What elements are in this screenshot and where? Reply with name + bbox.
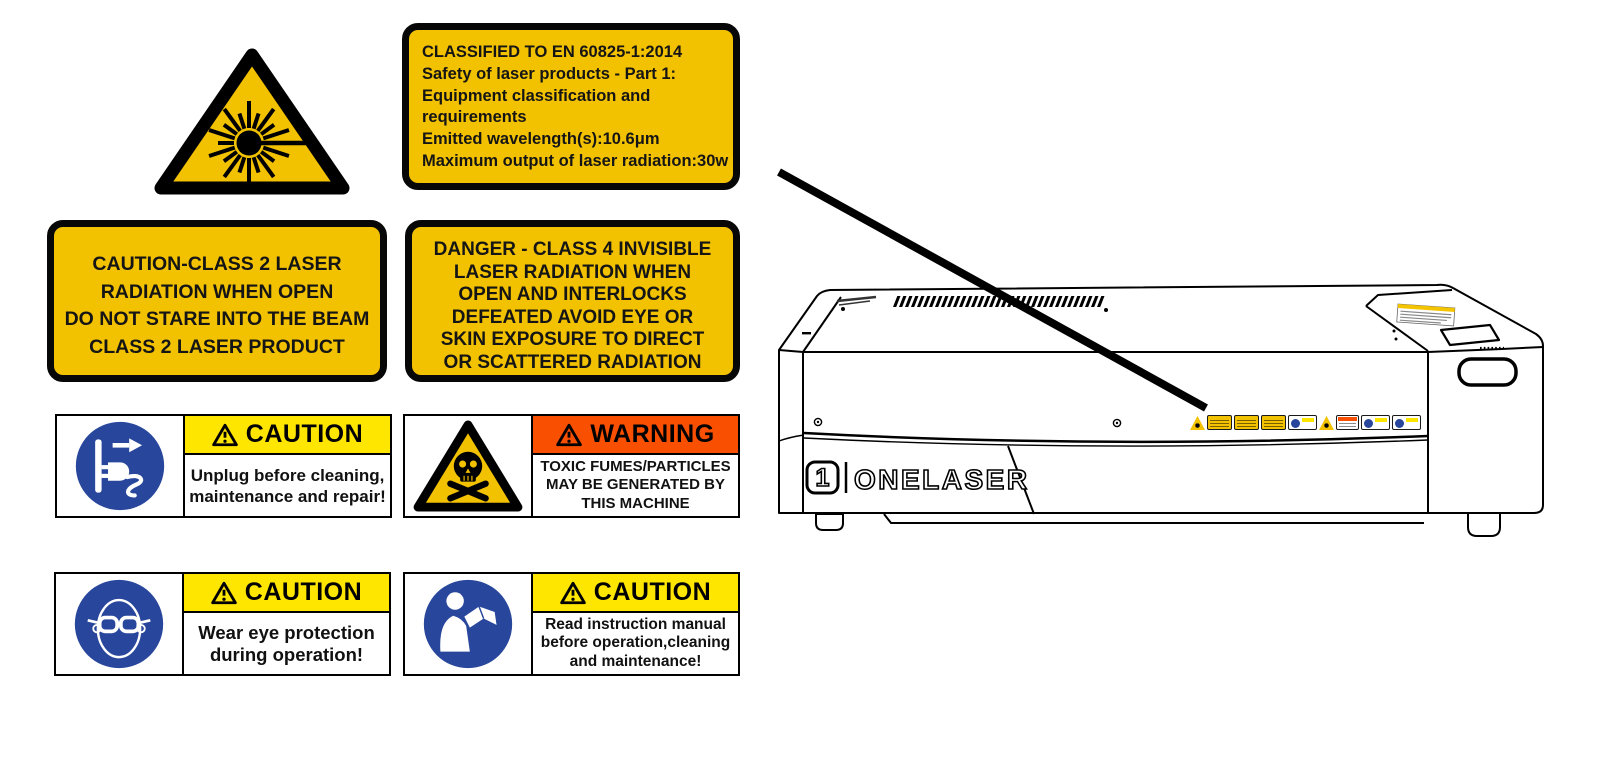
machine-top-marking (836, 295, 877, 306)
classified-line: CLASSIFIED TO EN 60825-1:2014 (422, 43, 683, 61)
read-manual-icon (423, 579, 513, 669)
classified-line: Equipment classification and (422, 86, 651, 105)
class4-line: SKIN EXPOSURE TO DIRECT (440, 329, 705, 351)
manual-icon-cell (405, 574, 533, 674)
mini-laser-triangle (1190, 416, 1205, 430)
toxic-text-line: TOXIC FUMES/PARTICLES (540, 457, 731, 475)
eye-protection-caution-sign: CAUTION Wear eye protection during opera… (54, 572, 391, 676)
mini-class2-label (1234, 415, 1259, 430)
manual-text-line: before operation,cleaning (540, 634, 731, 652)
eye-icon-cell (56, 574, 184, 674)
eye-text-line: during operation! (209, 643, 364, 665)
eye-protection-icon (74, 579, 164, 669)
toxic-text-line: THIS MACHINE (581, 494, 690, 512)
unplug-caution-sign: CAUTION Unplug before cleaning, maintena… (55, 414, 392, 518)
machine-display-panel (1439, 323, 1501, 347)
mini-class4-label (1261, 415, 1286, 430)
class2-caution-label: CAUTION-CLASS 2 LASER RADIATION WHEN OPE… (47, 220, 387, 382)
machine-foot (815, 513, 844, 531)
class2-line: CAUTION-CLASS 2 LASER (92, 253, 342, 275)
mini-classified-label (1207, 415, 1232, 430)
machine-spec-label (1396, 303, 1456, 327)
manual-text-line: Read instruction manual (545, 615, 726, 633)
manual-text-line: and maintenance! (569, 652, 702, 670)
class4-line: LASER RADIATION WHEN (453, 261, 692, 283)
pointer-line (777, 168, 1208, 412)
machine-brand-logo: 1 ONELASER (805, 460, 1030, 496)
machine-foot (1467, 512, 1501, 537)
laser-starburst (208, 101, 290, 185)
mini-toxic-triangle (1319, 416, 1334, 430)
class4-line: DANGER - CLASS 4 INVISIBLE (433, 239, 712, 260)
classified-line: Maximum output of laser radiation:30w (422, 151, 729, 170)
class4-danger-label: DANGER - CLASS 4 INVISIBLE LASER RADIATI… (405, 220, 740, 382)
class2-line: CLASS 2 LASER PRODUCT (89, 335, 345, 358)
class4-line: OR SCATTERED RADIATION (443, 351, 702, 373)
laser-machine-illustration: 1 ONELASER (777, 168, 1544, 537)
mini-manual-caution (1392, 415, 1421, 430)
classified-line: Emitted wavelength(s):10.6μm (422, 130, 660, 149)
skull-crossbones-icon (413, 420, 523, 512)
unplug-text-line: Unplug before cleaning, (190, 465, 385, 485)
unplug-icon (75, 421, 165, 511)
warning-triangle-icon (211, 581, 237, 604)
eye-text-line: Wear eye protection (198, 621, 375, 643)
machine-handle (1457, 357, 1518, 387)
warning-triangle-icon (560, 581, 586, 604)
classified-line: requirements (422, 108, 527, 127)
class4-line: OPEN AND INTERLOCKS (458, 284, 687, 306)
class2-line: DO NOT STARE INTO THE BEAM (64, 308, 370, 330)
caution-header-text: CAUTION (245, 420, 364, 448)
warning-header: WARNING (533, 416, 738, 455)
laser-warning-triangle-icon (154, 48, 350, 195)
caution-header-text: CAUTION (244, 578, 363, 606)
read-manual-caution-sign: CAUTION Read instruction manual before o… (403, 572, 740, 676)
caution-header: CAUTION (185, 416, 390, 455)
machine-body-outline (778, 283, 1544, 514)
machine-brand-mark: 1 (816, 464, 830, 492)
mini-eye-caution (1361, 415, 1390, 430)
caution-header-text: CAUTION (593, 578, 712, 606)
caution-header: CAUTION (184, 574, 389, 613)
toxic-icon-cell (405, 416, 533, 516)
class2-line: RADIATION WHEN OPEN (100, 280, 334, 303)
unplug-icon-cell (57, 416, 185, 516)
warning-header-text: WARNING (590, 420, 715, 448)
unplug-text-line: maintenance and repair! (189, 486, 386, 506)
mini-toxic-warning (1336, 415, 1359, 430)
machine-label-strip (1190, 410, 1421, 430)
classified-label: CLASSIFIED TO EN 60825-1:2014 Safety of … (402, 23, 740, 190)
machine-brand-text: ONELASER (854, 464, 1030, 495)
caution-header: CAUTION (533, 574, 738, 613)
mini-unplug-caution (1288, 415, 1317, 430)
class4-line: DEFEATED AVOID EYE OR (451, 306, 694, 328)
warning-triangle-icon (212, 423, 238, 446)
classified-line: Safety of laser products - Part 1: (422, 64, 676, 83)
toxic-text-line: MAY BE GENERATED BY (546, 476, 725, 494)
warning-triangle-icon (556, 423, 583, 446)
machine-screws (802, 307, 1398, 428)
toxic-warning-sign: WARNING TOXIC FUMES/PARTICLES MAY BE GEN… (403, 414, 740, 518)
